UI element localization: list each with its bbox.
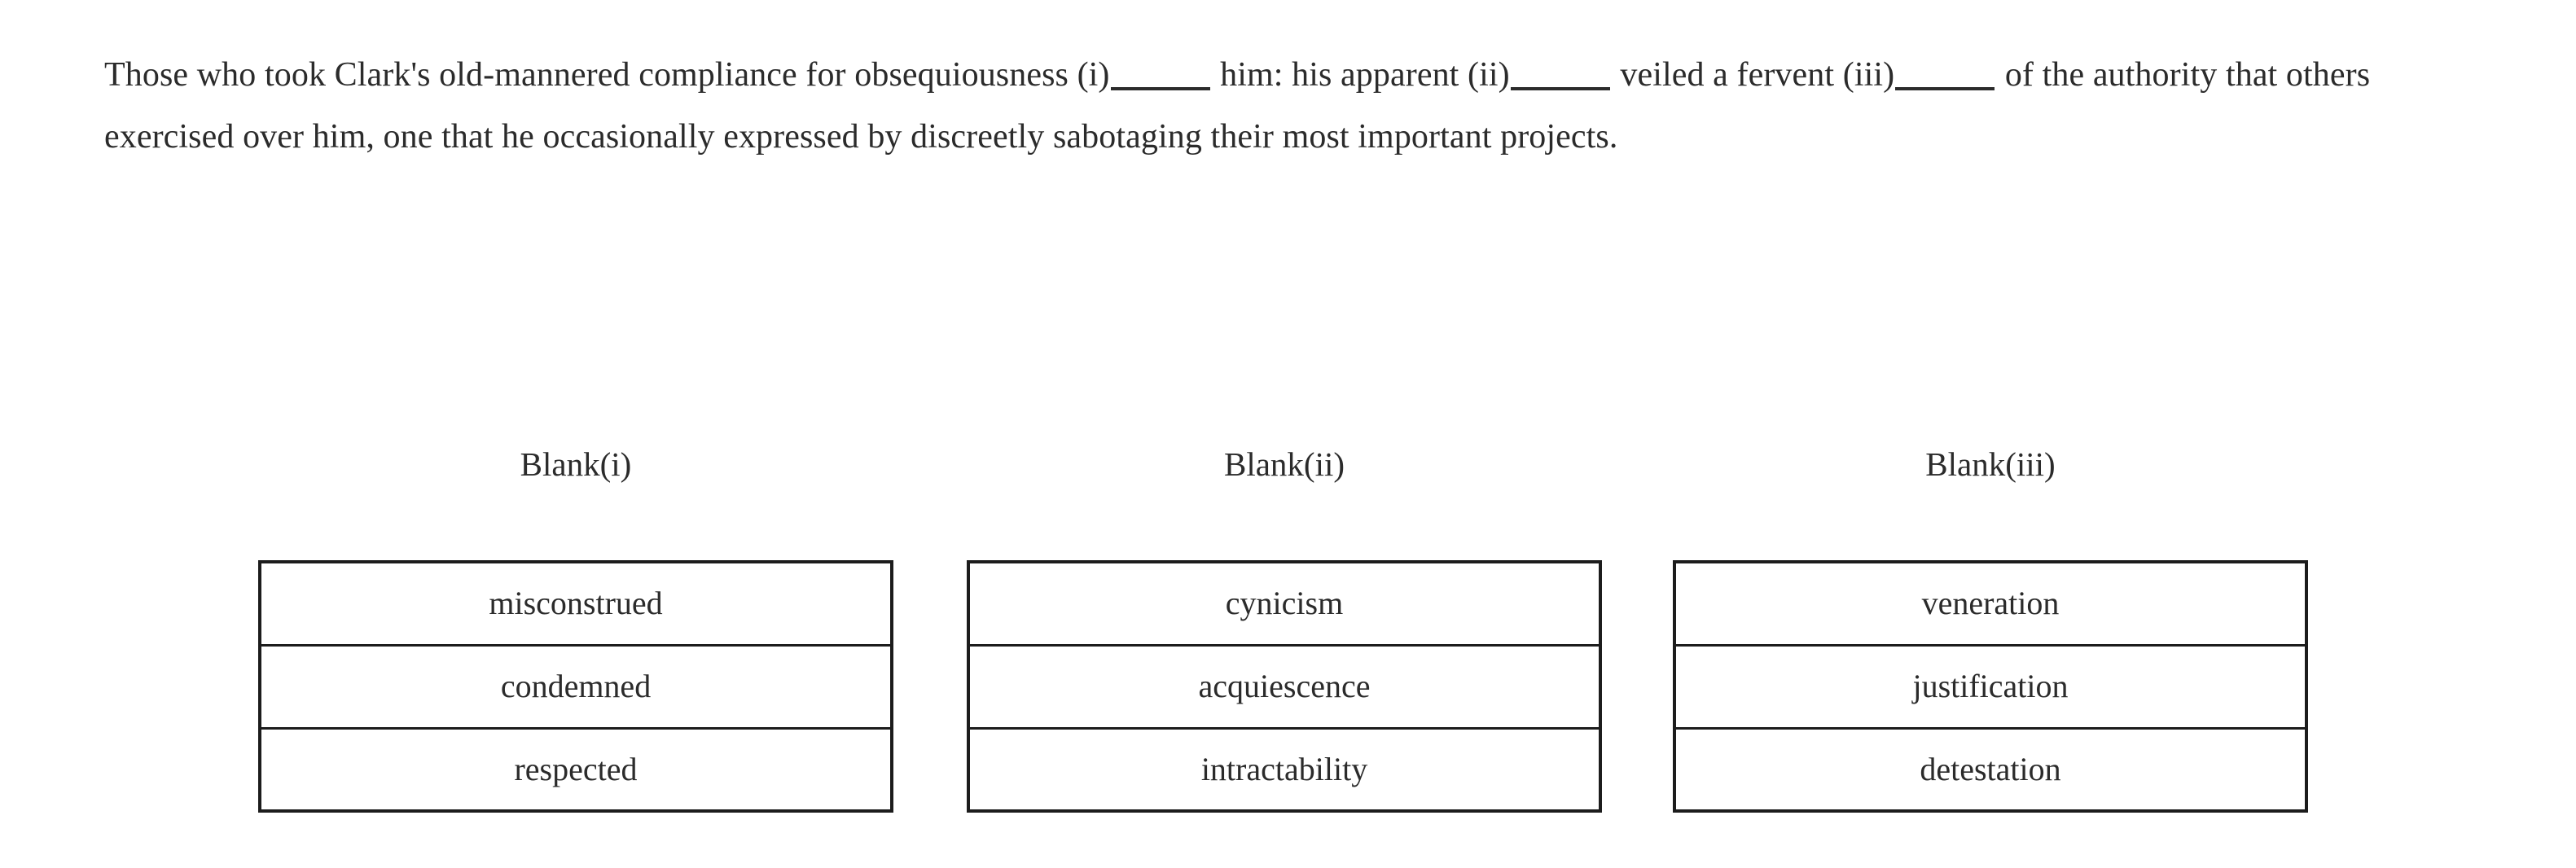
blank-i-underline bbox=[1110, 87, 1210, 90]
answer-column-blank-iii: Blank(iii) veneration justification dete… bbox=[1673, 445, 2308, 813]
choice-table-blank-ii: cynicism acquiescence intractability bbox=[967, 560, 1602, 813]
passage-segment-text-2: him: his apparent (ii) bbox=[1211, 56, 1510, 94]
choice-option-iii-3[interactable]: detestation bbox=[1673, 726, 2308, 813]
table-row: detestation bbox=[1673, 726, 2308, 813]
choice-option-i-2[interactable]: condemned bbox=[258, 643, 893, 730]
choice-option-ii-2[interactable]: acquiescence bbox=[967, 643, 1602, 730]
passage-segment-text-3: veiled a fervent (iii) bbox=[1611, 56, 1895, 94]
table-row: misconstrued bbox=[258, 560, 893, 647]
blank-ii-underline bbox=[1510, 87, 1610, 90]
choice-option-ii-1[interactable]: cynicism bbox=[967, 560, 1602, 647]
choice-option-i-1[interactable]: misconstrued bbox=[258, 560, 893, 647]
table-row: veneration bbox=[1673, 560, 2308, 647]
column-header-blank-iii: Blank(iii) bbox=[1925, 445, 2056, 483]
choice-table-blank-i: misconstrued condemned respected bbox=[258, 560, 893, 813]
column-header-blank-i: Blank(i) bbox=[520, 445, 632, 483]
answer-column-blank-i: Blank(i) misconstrued condemned respecte… bbox=[258, 445, 893, 813]
table-row: condemned bbox=[258, 643, 893, 730]
blank-iii-underline bbox=[1895, 87, 1995, 90]
table-row: justification bbox=[1673, 643, 2308, 730]
table-row: cynicism bbox=[967, 560, 1602, 647]
answer-choice-area: Blank(i) misconstrued condemned respecte… bbox=[0, 445, 2576, 819]
answer-column-blank-ii: Blank(ii) cynicism acquiescence intracta… bbox=[967, 445, 1602, 813]
choice-option-iii-2[interactable]: justification bbox=[1673, 643, 2308, 730]
column-header-blank-ii: Blank(ii) bbox=[1223, 445, 1345, 483]
table-row: acquiescence bbox=[967, 643, 1602, 730]
passage-segment-text-4: of the authority that others exercised o… bbox=[104, 56, 2371, 156]
choice-option-iii-1[interactable]: veneration bbox=[1673, 560, 2308, 647]
passage-segment-text-1: Those who took Clark's old-mannered comp… bbox=[104, 56, 1110, 94]
table-row: intractability bbox=[967, 726, 1602, 813]
question-passage: Those who took Clark's old-mannered comp… bbox=[104, 44, 2458, 168]
table-row: respected bbox=[258, 726, 893, 813]
choice-option-ii-3[interactable]: intractability bbox=[967, 726, 1602, 813]
choice-option-i-3[interactable]: respected bbox=[258, 726, 893, 813]
choice-table-blank-iii: veneration justification detestation bbox=[1673, 560, 2308, 813]
